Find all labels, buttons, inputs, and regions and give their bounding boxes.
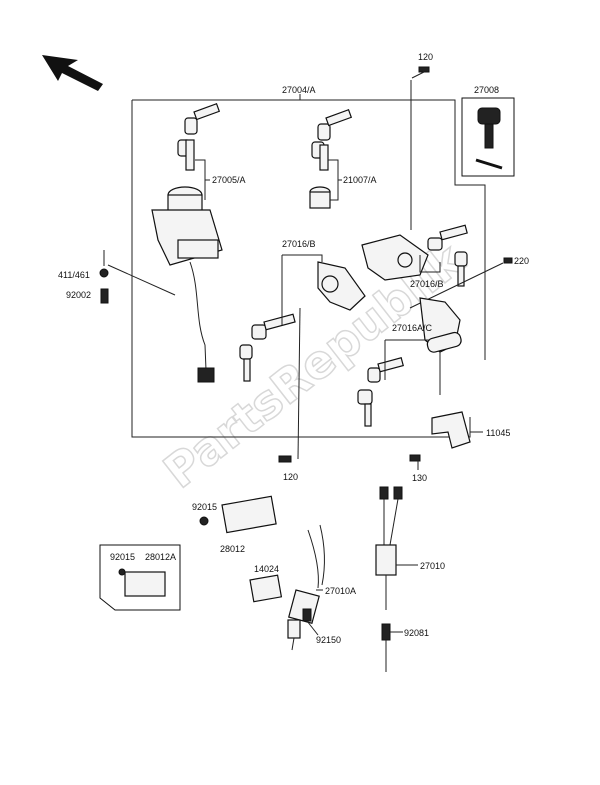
- bracket-11045[interactable]: [431, 411, 471, 449]
- label-27016B-right: 27016/B: [410, 279, 444, 289]
- spring-92081[interactable]: [381, 623, 391, 672]
- label-92002: 92002: [66, 290, 91, 300]
- label-11045: 11045: [486, 428, 510, 438]
- lock-27016B-left[interactable]: [317, 261, 366, 311]
- keys-27016B-left[interactable]: [239, 313, 296, 382]
- key-tag-27008[interactable]: [461, 97, 515, 177]
- label-28012: 28012: [220, 544, 245, 554]
- label-27008: 27008: [474, 85, 499, 95]
- keys-27016AC[interactable]: [357, 357, 404, 427]
- label-220: 220: [514, 256, 529, 266]
- label-92150: 92150: [316, 635, 341, 645]
- bracket-14024[interactable]: [249, 574, 283, 603]
- bolt-120-bottom[interactable]: [278, 455, 292, 463]
- label-120-top: 120: [418, 52, 433, 62]
- reflector-28012[interactable]: [221, 495, 277, 534]
- label-27010A: 27010A: [325, 586, 356, 596]
- screw-92150[interactable]: [302, 608, 312, 622]
- lock-cylinder-21007A[interactable]: [309, 186, 331, 209]
- keys-27005A[interactable]: [177, 103, 221, 171]
- label-28012A: 28012A: [145, 552, 176, 562]
- bolt-220[interactable]: [503, 257, 513, 264]
- label-27016AC: 27016A/C: [392, 323, 433, 333]
- bolt-120-top[interactable]: [410, 66, 430, 230]
- label-92015-a: 92015: [192, 502, 217, 512]
- lock-27016B-right[interactable]: [361, 234, 429, 281]
- reflector-box-28012A[interactable]: [99, 544, 181, 611]
- switch-27010A[interactable]: [287, 524, 325, 651]
- screw-92015-a[interactable]: [199, 516, 209, 526]
- front-direction-arrow-icon: [42, 55, 103, 91]
- assembly-frame: [131, 94, 486, 438]
- label-92081: 92081: [404, 628, 429, 638]
- bolt-130[interactable]: [409, 454, 421, 462]
- label-27005A: 27005/A: [212, 175, 246, 185]
- label-14024: 14024: [254, 564, 279, 574]
- screw-411-461[interactable]: [99, 268, 109, 278]
- keys-21007A[interactable]: [311, 109, 353, 171]
- label-21007A: 21007/A: [343, 175, 377, 185]
- bolt-92002[interactable]: [100, 288, 109, 304]
- ignition-switch[interactable]: [151, 186, 223, 383]
- label-120-bottom: 120: [283, 472, 298, 482]
- label-411-461: 411/461: [58, 270, 90, 280]
- label-92015-b: 92015: [110, 552, 135, 562]
- label-27010: 27010: [420, 561, 445, 571]
- label-130: 130: [412, 473, 427, 483]
- keys-27016B-right[interactable]: [427, 224, 468, 287]
- switch-27010[interactable]: [375, 486, 403, 610]
- label-27016B-left: 27016/B: [282, 239, 316, 249]
- label-27004A: 27004/A: [282, 85, 316, 95]
